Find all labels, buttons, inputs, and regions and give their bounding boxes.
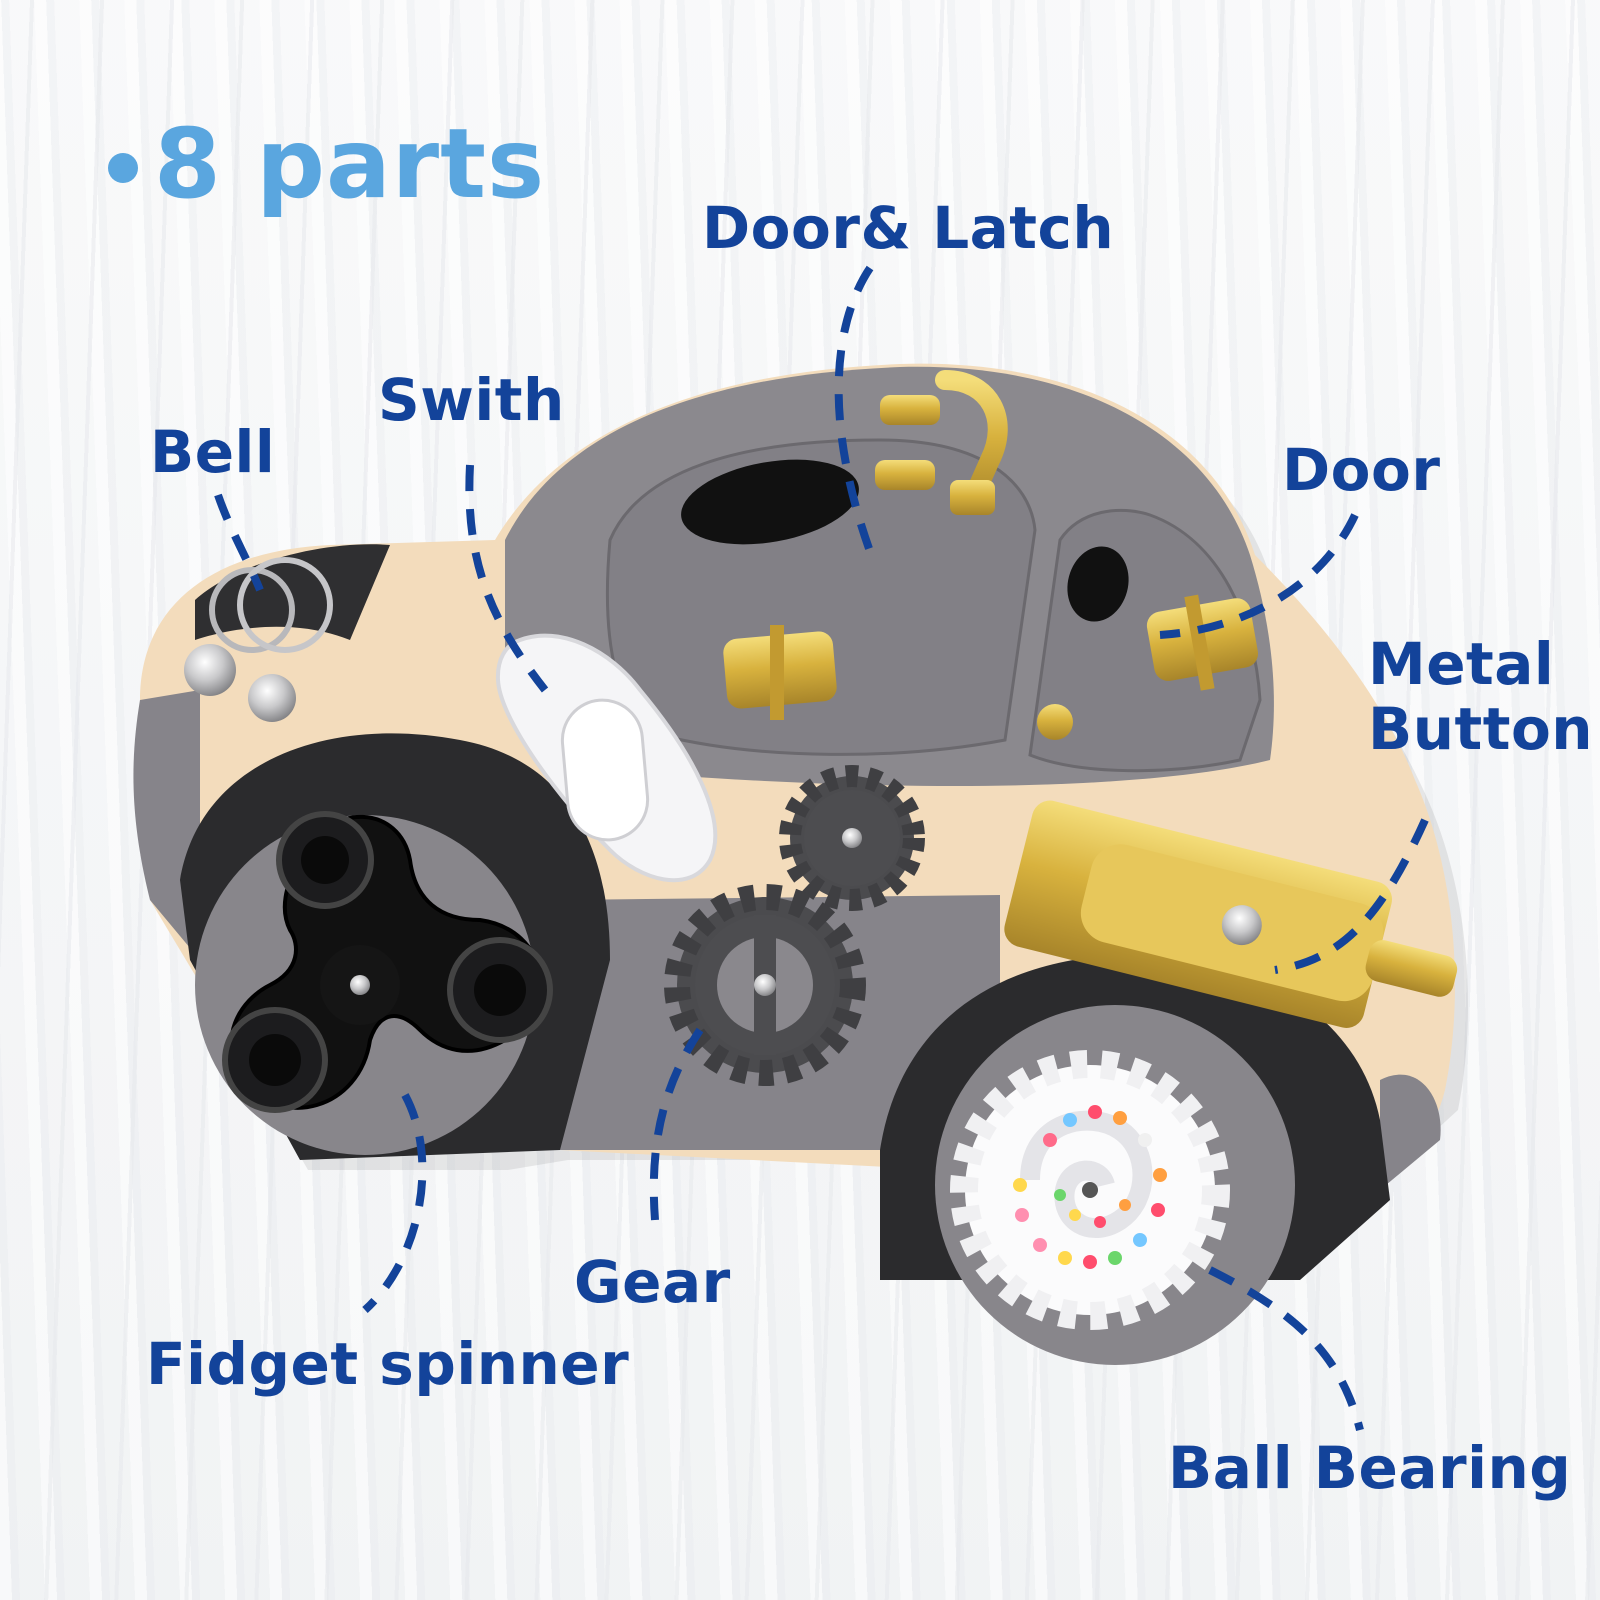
label-metal-button-line2: Button [1368, 694, 1594, 763]
light-switch[interactable] [495, 633, 718, 883]
leader-door-latch [834, 265, 879, 567]
headline: 8 parts [108, 108, 545, 220]
door-knob[interactable] [1037, 704, 1073, 740]
leader-bell [214, 493, 264, 592]
label-gear: Gear [574, 1248, 731, 1316]
front-door-hinge [723, 625, 837, 720]
door-latch[interactable] [875, 370, 1008, 515]
leader-gear [649, 1027, 704, 1221]
large-gear[interactable] [664, 884, 866, 1086]
colored-beads [1013, 1105, 1167, 1269]
leader-ball-bearing [1208, 1266, 1364, 1431]
rear-door-hinge [1146, 594, 1259, 691]
front-window [681, 459, 859, 545]
bells[interactable] [184, 557, 333, 722]
label-door-latch: Door& Latch [702, 194, 1115, 262]
label-door: Door [1282, 436, 1441, 504]
label-bell: Bell [150, 418, 276, 486]
label-fidget-spinner: Fidget spinner [146, 1330, 630, 1398]
label-ball-bearing: Ball Bearing [1168, 1434, 1572, 1502]
label-switch: Swith [378, 366, 565, 434]
car-rear-stripe [1380, 1074, 1441, 1190]
leader-lines [214, 265, 1429, 1431]
small-gear[interactable] [779, 765, 925, 911]
rear-window [1067, 546, 1129, 622]
headline-text: 8 parts [154, 108, 546, 220]
bullet-dot [108, 153, 138, 183]
label-metal-button: Metal Button [1368, 632, 1593, 762]
leader-metal-button [1274, 818, 1429, 974]
label-metal-button-line1: Metal [1368, 630, 1555, 698]
ball-bearing-maze[interactable] [950, 1050, 1230, 1330]
fidget-spinner[interactable] [222, 811, 553, 1113]
